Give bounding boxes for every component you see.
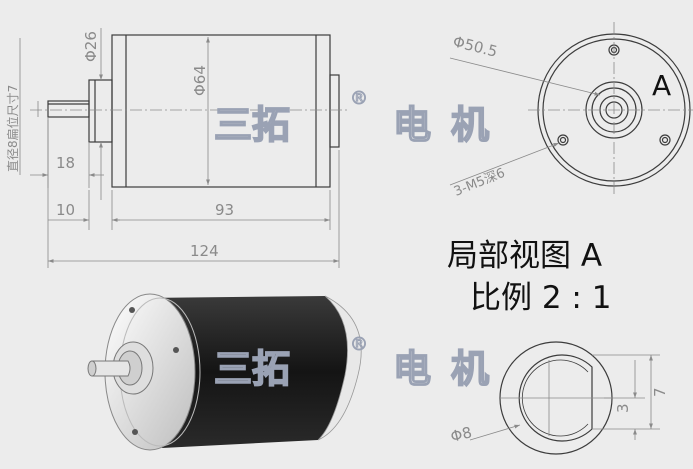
dim-flat-width: 7 [651, 387, 669, 397]
motor-render-body [143, 296, 362, 448]
dim-body-length: 93 [215, 201, 234, 219]
detail-view-scale: 比例 2 : 1 [470, 280, 612, 316]
shaft-flat-profile [518, 354, 593, 442]
dim-shaft-length: 18 [56, 154, 75, 172]
dim-shaft-section-dia: Φ8 [449, 423, 474, 446]
dim-total-length: 124 [190, 242, 219, 260]
side-view [47, 34, 340, 188]
dim-mount-holes: 3-M5深6 [452, 166, 507, 200]
registered-mark: ® [350, 88, 368, 109]
front-boss-outline [88, 79, 113, 143]
side-dimension-lines [19, 28, 340, 268]
view-mark-label: A [652, 69, 671, 102]
dim-shaft-dia: Φ26 [82, 31, 100, 62]
leader-mount-holes [449, 142, 560, 186]
watermark-bottom: 三拓 ® 电机 [213, 334, 509, 392]
mount-hole [659, 134, 671, 146]
mount-hole [557, 134, 569, 146]
shaft-outline [47, 100, 90, 118]
motor-render-shaft [91, 360, 131, 377]
watermark-product: 电机 [393, 347, 509, 391]
watermark-brand: 三拓 [214, 103, 290, 147]
leader-pcd [449, 57, 601, 96]
registered-mark: ® [350, 334, 368, 355]
dim-flat-depth: 3 [614, 403, 632, 413]
dim-body-dia: Φ64 [191, 65, 209, 96]
dim-flat-note: 直径8扁位尺寸7 [5, 85, 20, 172]
dim-pcd: Φ50.5 [451, 32, 499, 60]
detail-view-title: 局部视图 A [447, 238, 603, 274]
dim-boss-length: 10 [56, 201, 75, 219]
watermark-top: 三拓 ® 电机 [213, 88, 509, 148]
motor-3d-render [87, 293, 362, 451]
watermark-brand: 三拓 [214, 347, 290, 391]
watermark-product: 电机 [393, 103, 509, 147]
